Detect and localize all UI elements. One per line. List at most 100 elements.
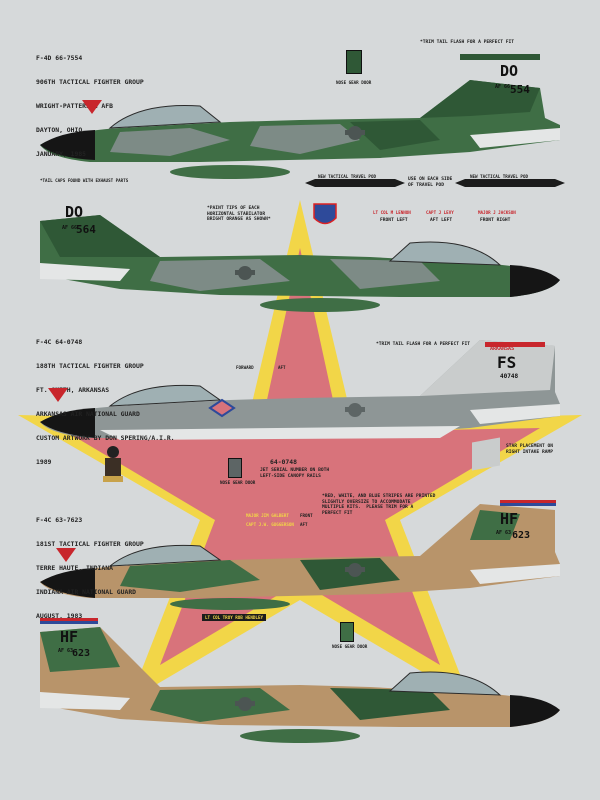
travel-pod-note: USE ON EACH SIDE OF TRAVEL POD	[408, 177, 453, 188]
stabilator-paint-note: *PAINT TIPS OF EACH HORIZONTAL STABILATO…	[207, 206, 271, 223]
caption-line: AUGUST, 1983	[36, 612, 83, 620]
aircraft3r-nose-radome	[510, 695, 560, 727]
aircraft3-camo-green	[120, 560, 260, 592]
intake-ramp-panel	[472, 437, 500, 471]
warning-triangle-icon	[56, 548, 76, 562]
aircraft3r-tail-serial: 623	[72, 648, 90, 659]
aircraft1-camo-gray2	[250, 124, 360, 154]
caption-line: WRIGHT-PATTERSON AFB	[36, 102, 113, 110]
aircraft1-fin-flash	[460, 54, 540, 60]
aircraft3r-stripe-red	[40, 618, 98, 621]
aircraft3-stabilator	[470, 564, 560, 584]
caption-line: JANUARY, 1985	[36, 150, 87, 158]
aircraft1-tail-serial: 554	[510, 83, 530, 96]
aircraft3-aft-label: AFT	[300, 522, 308, 527]
aircraft2-forward-label: FORWARD	[236, 365, 254, 370]
aircraft1-flash-note: *TRIM TAIL FLASH FOR A PERFECT FIT	[420, 40, 515, 45]
caption-line: F-4C 64-0748	[36, 338, 83, 346]
aircraft2-gear-door-label: NOSE GEAR DOOR	[220, 480, 256, 485]
aircraft1-gear-door-label: NOSE GEAR DOOR	[336, 80, 372, 85]
caption-line: TERRE HAUTE, INDIANA	[36, 564, 113, 572]
aircraft3r-fuselage	[40, 627, 560, 727]
aircraft1r-nose-radome	[510, 265, 560, 297]
aircraft1-fuel-tank	[170, 165, 290, 179]
aircraft3-side-left: HF AF 63 623	[40, 500, 560, 610]
aircraft1-nose-gear-door-decal	[346, 50, 362, 74]
aircraft2-tail-fin	[420, 340, 555, 396]
aircraft1-tail-code: DO	[500, 62, 518, 80]
aircraft3r-tail-prefix: AF 63	[58, 648, 73, 654]
caption-line: 181ST TACTICAL FIGHTER GROUP	[36, 540, 144, 548]
caption-line: F-4C 63-7623	[36, 516, 83, 524]
aircraft2-fin-flash	[485, 342, 545, 347]
aircraft1-canopy	[108, 105, 222, 129]
aircraft3-crew-strip: LT COL TROY ROB HENDLEY	[202, 614, 266, 622]
aircraft1-side-right: DO AF 66 564	[40, 203, 560, 312]
aircraft1-caption: F-4D 66-7554 906TH TACTICAL FIGHTER GROU…	[36, 38, 144, 174]
caption-line: F-4D 66-7554	[36, 54, 83, 62]
aircraft2-intake-diamond	[208, 398, 236, 418]
aircraft2-caption: F-4C 64-0748 188TH TACTICAL FIGHTER GROU…	[36, 322, 175, 482]
caption-line: ARKANSAS AIR NATIONAL GUARD	[36, 410, 140, 418]
aircraft1-nose-radome	[40, 130, 95, 160]
warning-triangle-icon	[82, 100, 102, 114]
aircraft1r-tail-prefix: AF 66	[62, 225, 77, 231]
aircraft2-fuselage	[40, 340, 560, 438]
pod-label-left: NEW TACTICAL TRAVEL POD	[318, 174, 376, 179]
aircraft3-stripe-note: *RED, WHITE, AND BLUE STRIPES ARE PRINTE…	[322, 494, 436, 517]
aircraft2-aft-label: AFT	[278, 365, 286, 370]
aircraft3-caption: F-4C 63-7623 181ST TACTICAL FIGHTER GROU…	[36, 500, 144, 636]
aircraft2-tail-serial: 40748	[500, 373, 518, 380]
aircraft3r-tail-code: HF	[60, 628, 78, 646]
wing-emblem-icon	[313, 203, 337, 225]
label-aft-left: AFT LEFT	[430, 218, 453, 223]
label-major: MAJOR J JACKSON	[478, 210, 516, 215]
nose-art-figure-icon	[103, 446, 123, 482]
aircraft3r-camo-green3	[40, 627, 120, 672]
aircraft1r-tail-code: DO	[65, 203, 83, 221]
aircraft2-nose-radome	[40, 408, 95, 438]
aircraft1r-stabilator	[40, 263, 130, 281]
aircraft3-canopy	[108, 544, 222, 567]
label-front-right: FRONT RIGHT	[480, 218, 511, 223]
star-pink-fill	[60, 248, 540, 665]
aircraft3-front-label: FRONT	[300, 513, 313, 518]
aircraft2-serial-number: 64-0748	[270, 458, 297, 466]
aircraft1-camo-gray	[110, 128, 230, 156]
aircraft3-nose-radome	[40, 568, 95, 598]
aircraft3r-stripe-blue	[40, 621, 98, 624]
aircraft1r-camo-gray	[150, 259, 290, 291]
aircraft2-star-note: STAR PLACEMENT ON RIGHT INTAKE RAMP	[506, 444, 554, 455]
aircraft1r-camo-gray2	[330, 259, 440, 289]
pod-label-right: NEW TACTICAL TRAVEL POD	[470, 174, 528, 179]
caption-line: 1989	[36, 458, 52, 466]
aircraft1r-tail-fin	[40, 215, 160, 257]
aircraft1-upper-note: *TAIL CAPS FOUND WITH EXHAUST PARTS	[40, 178, 129, 183]
aircraft3-camo-green3	[470, 510, 520, 540]
aircraft3r-camo-green	[150, 688, 290, 722]
aircraft1r-fuel-tank	[260, 298, 380, 312]
aircraft2-nose-gear-door-decal	[228, 458, 242, 478]
aircraft3r-stabilator	[40, 692, 130, 710]
aircraft3-fuel-tank	[170, 598, 290, 610]
label-lt-col: LT COL M LENNON	[373, 210, 411, 215]
caption-line: DAYTON, OHIO	[36, 126, 83, 134]
aircraft1-tail-fin	[420, 80, 540, 118]
aircraft2-belly	[100, 426, 460, 440]
aircraft3r-fuel-tank	[240, 729, 360, 743]
aircraft3-tail-serial: 623	[512, 530, 530, 541]
aircraft1-camo-dark	[350, 120, 440, 150]
label-capt: CAPT J LEVY	[426, 210, 454, 215]
aircraft2-tail-code: FS	[497, 353, 516, 372]
aircraft3-stripe-blue	[500, 503, 556, 506]
aircraft1-stabilator	[470, 128, 560, 148]
caption-line: 188TH TACTICAL FIGHTER GROUP	[36, 362, 144, 370]
aircraft3r-canopy	[388, 671, 502, 696]
aircraft1-tail-prefix: AF 66	[495, 84, 510, 90]
aircraft3-tail-prefix: AF 63	[496, 530, 511, 536]
aircraft2-serial-note: JET SERIAL NUMBER ON BOTH LEFT-SIDE CANO…	[260, 468, 330, 479]
aircraft3-tail-code: HF	[500, 510, 518, 528]
aircraft1r-canopy	[388, 241, 502, 266]
